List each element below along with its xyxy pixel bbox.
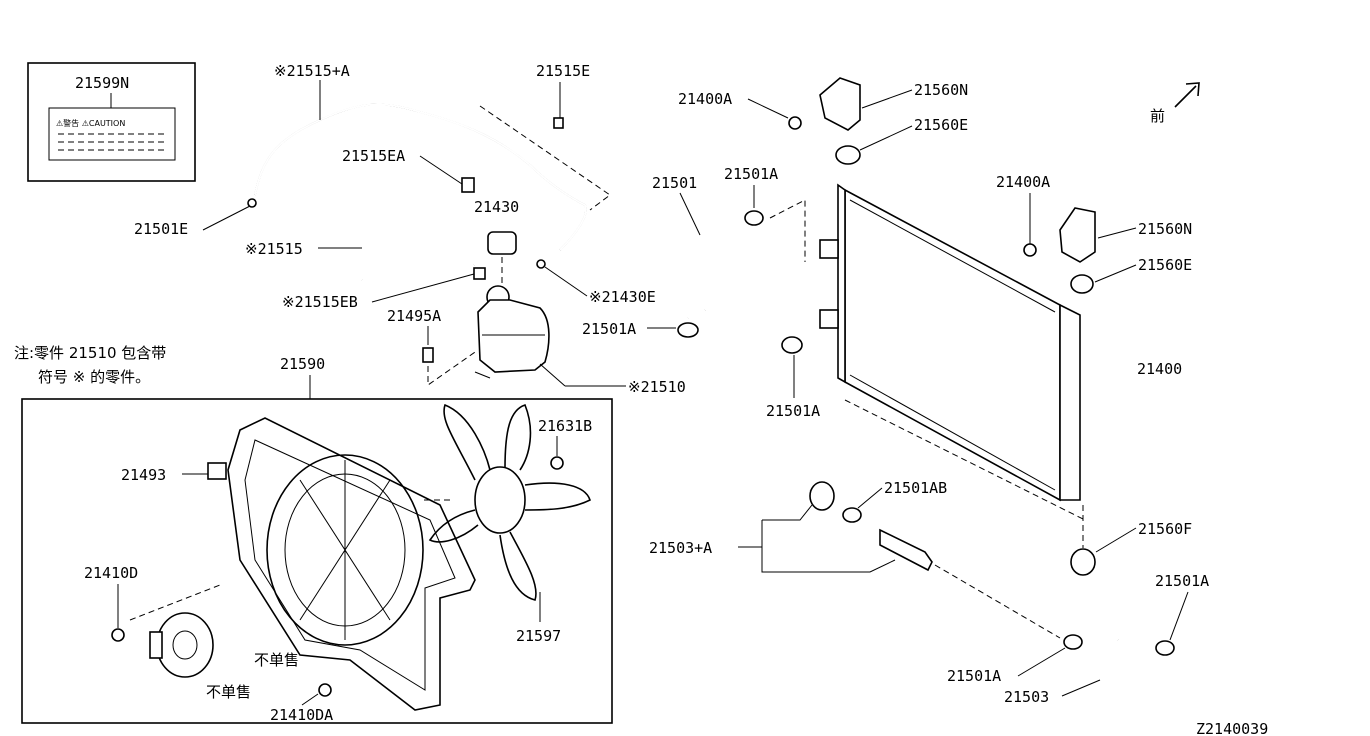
label-21590: 21590 (280, 355, 325, 373)
label-21501A-lowright: 21501A (1155, 572, 1209, 590)
reservoir-group (474, 231, 550, 379)
label-21560E-top: 21560E (914, 116, 968, 134)
bracket-21560N-right (1059, 207, 1096, 263)
clamp-21501AB (842, 507, 862, 523)
fan-blade-21597 (420, 403, 591, 601)
label-21501: 21501 (652, 174, 697, 192)
label-21430: 21430 (474, 198, 519, 216)
not-sold-separately-motor: 不单售 (206, 683, 251, 701)
clip-21515EA (461, 177, 475, 193)
clip-21430E (536, 259, 546, 269)
mount-21560F (1070, 548, 1096, 576)
label-21560N-right: 21560N (1138, 220, 1192, 238)
reservoir-tank-21510 (477, 299, 550, 373)
bolt-21400A-top (788, 116, 802, 130)
label-21515: ※21515 (245, 240, 303, 258)
label-21501AB: 21501AB (884, 479, 947, 497)
clamp-21501A-mid (781, 336, 803, 354)
nut-21631B (550, 456, 564, 470)
bracket-21560N-top (819, 77, 861, 131)
mount-21560E-right (1070, 274, 1094, 294)
clamp-21501A-bottom (1063, 634, 1083, 650)
mount-21560E-top (835, 145, 861, 165)
fan-motor (129, 584, 221, 678)
front-arrow-icon (1174, 82, 1200, 108)
bolt-21495A (422, 347, 434, 363)
label-21410D: 21410D (84, 564, 138, 582)
label-21515A: ※21515+A (274, 62, 350, 80)
label-21510: ※21510 (628, 378, 686, 396)
label-21515EB: ※21515EB (282, 293, 358, 311)
label-21400A-top: 21400A (678, 90, 732, 108)
label-21430E: ※21430E (589, 288, 656, 306)
caution-sticker (48, 107, 176, 161)
label-21400: 21400 (1137, 360, 1182, 378)
label-21503: 21503 (1004, 688, 1049, 706)
clamp-21501A-lowright (1155, 640, 1175, 656)
label-21560E-right: 21560E (1138, 256, 1192, 274)
label-21597: 21597 (516, 627, 561, 645)
clamp-21501A-top (744, 210, 764, 226)
clip-21515EB (473, 267, 486, 280)
diagram-id: Z2140039 (1196, 720, 1268, 736)
label-21495A: 21495A (387, 307, 441, 325)
note-line-2: 符号 ※ 的零件。 (38, 368, 150, 386)
fan-assembly-frame (21, 398, 613, 724)
label-21599N: 21599N (75, 74, 129, 92)
label-21400A-right: 21400A (996, 173, 1050, 191)
label-21501A-top: 21501A (724, 165, 778, 183)
radiator-21400 (819, 183, 1086, 521)
label-21501A-bottom: 21501A (947, 667, 1001, 685)
front-direction-label: 前 (1150, 107, 1165, 125)
label-21515EA: 21515EA (342, 147, 405, 165)
fan-shroud (227, 417, 476, 711)
upper-hoses-group (247, 103, 611, 281)
bolt-21410D (111, 628, 125, 642)
label-21560F: 21560F (1138, 520, 1192, 538)
note-line-1: 注:零件 21510 包含带 (14, 344, 166, 362)
not-sold-separately-shroud: 不单售 (254, 651, 299, 669)
label-21515E: 21515E (536, 62, 590, 80)
bolt-21400A-right (1023, 243, 1037, 257)
caution-sticker-text: ⚠警告 ⚠CAUTION (56, 118, 125, 128)
label-21501E: 21501E (134, 220, 188, 238)
label-21560N-top: 21560N (914, 81, 968, 99)
label-21410DA: 21410DA (270, 706, 333, 724)
label-21493: 21493 (121, 466, 166, 484)
pipe-21503A (879, 528, 933, 572)
reservoir-cap-21430 (487, 231, 517, 255)
label-21503A: 21503+A (649, 539, 712, 557)
clip-21501E (247, 198, 257, 208)
clamp-21501A-left (677, 322, 699, 338)
clip-21515E (553, 117, 564, 129)
label-21501A-left: 21501A (582, 320, 636, 338)
label-21501A-mid: 21501A (766, 402, 820, 420)
connector-21493 (207, 462, 227, 480)
caution-label-group: 21599N ⚠警告 ⚠CAUTION (27, 62, 196, 182)
bolt-21410DA (318, 683, 332, 697)
caution-label-frame (27, 62, 196, 182)
label-21631B: 21631B (538, 417, 592, 435)
